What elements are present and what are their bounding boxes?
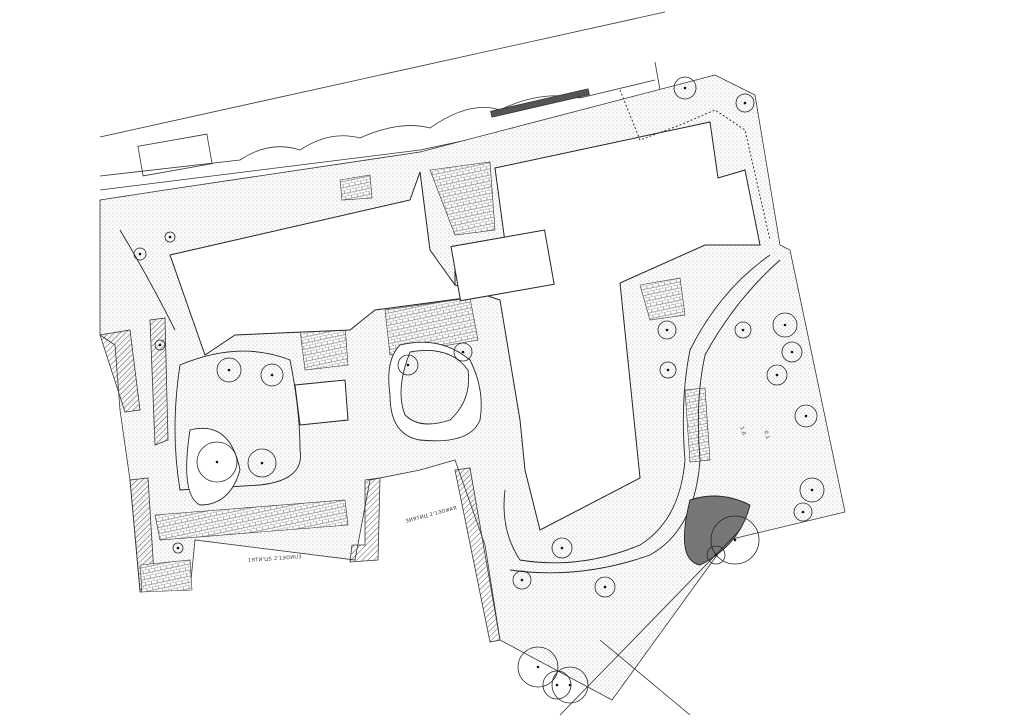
tree-trunk-icon xyxy=(665,328,669,332)
garden-paths xyxy=(119,89,781,574)
trees xyxy=(133,76,825,704)
tree-icon xyxy=(734,321,752,339)
tree-trunk-icon xyxy=(783,323,787,327)
tree-icon xyxy=(673,76,697,100)
tree-trunk-icon xyxy=(804,414,808,418)
tree-trunk-icon xyxy=(270,373,274,377)
tree-trunk-icon xyxy=(810,488,814,492)
tree-trunk-icon xyxy=(603,585,607,589)
tree-icon xyxy=(453,342,473,362)
tree-icon xyxy=(766,364,788,386)
tree-icon xyxy=(216,357,242,383)
tree-icon xyxy=(794,404,818,428)
tree-trunk-icon xyxy=(176,546,180,550)
tree-trunk-icon xyxy=(801,510,805,514)
tree-trunk-icon xyxy=(461,350,465,354)
tree-trunk-icon xyxy=(555,683,559,687)
tree-icon xyxy=(164,231,176,243)
tree-icon xyxy=(799,477,825,503)
tree-trunk-icon xyxy=(683,86,687,90)
tree-trunk-icon xyxy=(743,101,747,105)
tree-icon xyxy=(551,537,573,559)
tree-icon xyxy=(793,502,813,522)
tree-icon xyxy=(772,312,798,338)
tree-icon xyxy=(781,341,803,363)
tree-trunk-icon xyxy=(775,373,779,377)
central-block xyxy=(450,229,555,302)
tree-trunk-icon xyxy=(568,683,572,687)
courtyard xyxy=(294,379,349,426)
tree-icon xyxy=(196,441,238,483)
property-line xyxy=(559,529,741,716)
tree-trunk-icon xyxy=(714,553,718,557)
tree-icon xyxy=(659,361,677,379)
paving xyxy=(139,161,711,593)
tree-icon xyxy=(133,247,147,261)
tree-icon xyxy=(706,545,726,565)
tree-icon xyxy=(551,666,589,704)
tree-trunk-icon xyxy=(168,235,172,239)
tree-trunk-icon xyxy=(158,343,162,347)
tree-trunk-icon xyxy=(733,538,737,542)
tree-trunk-icon xyxy=(741,328,745,332)
tree-icon xyxy=(594,576,616,598)
tree-icon xyxy=(657,320,677,340)
tree-icon xyxy=(512,570,532,590)
walls xyxy=(99,317,501,643)
tree-icon xyxy=(397,354,419,376)
tree-icon xyxy=(247,448,277,478)
tree-trunk-icon xyxy=(260,461,264,465)
tree-trunk-icon xyxy=(536,665,540,669)
tree-icon xyxy=(517,646,559,688)
tree-icon xyxy=(260,363,284,387)
tree-trunk-icon xyxy=(520,578,524,582)
tree-trunk-icon xyxy=(138,252,142,256)
road xyxy=(99,11,666,191)
tree-icon xyxy=(710,515,760,565)
buildings xyxy=(169,121,761,531)
tree-trunk-icon xyxy=(215,460,219,464)
tree-icon xyxy=(735,93,755,113)
tree-trunk-icon xyxy=(560,546,564,550)
tree-trunk-icon xyxy=(227,368,231,372)
tree-icon xyxy=(172,542,184,554)
tree-icon xyxy=(154,339,166,351)
tree-trunk-icon xyxy=(666,368,670,372)
tree-trunk-icon xyxy=(406,363,410,367)
tree-trunk-icon xyxy=(790,350,794,354)
